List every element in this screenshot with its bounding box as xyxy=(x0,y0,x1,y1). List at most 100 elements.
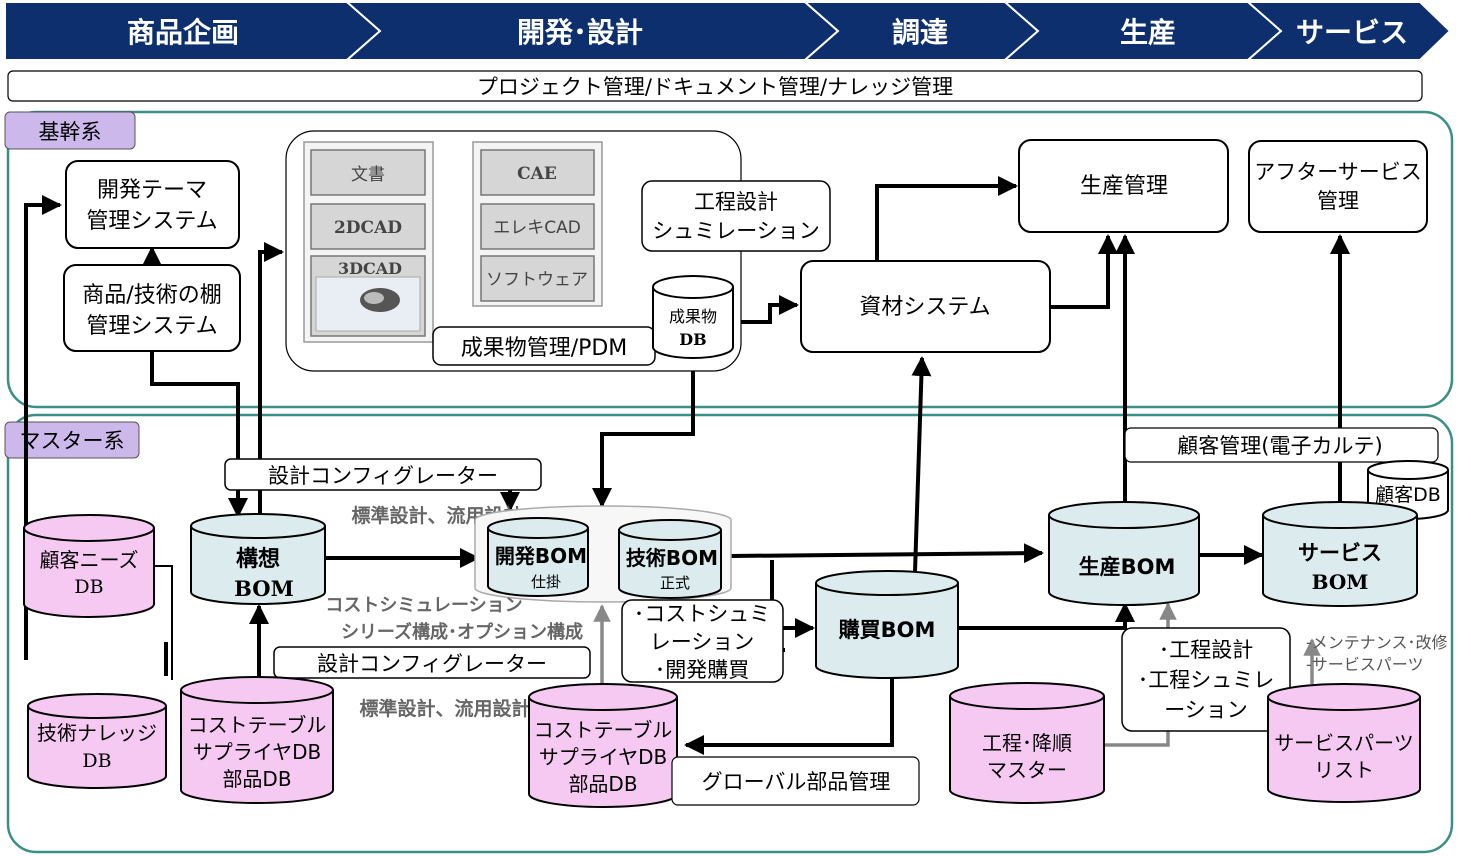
service-parts-list-db: サービスパーツ リスト xyxy=(1267,683,1421,803)
shelf-system-line2: 管理システム xyxy=(86,314,217,339)
production-bom-label: 生産BOM xyxy=(1079,555,1176,579)
phase-planning: 商品企画 xyxy=(127,16,239,49)
deliverable-db-line2: DB xyxy=(679,330,706,349)
pdm-item-software xyxy=(480,255,595,302)
3dcad-thumbnail-icon xyxy=(315,276,421,332)
pdm-label: 成果物管理/PDM xyxy=(461,336,628,361)
theme-system-box xyxy=(65,160,240,249)
customer-needs-db: 顧客ニーズ DB xyxy=(23,514,155,618)
service-parts-line1: サービスパーツ xyxy=(1274,731,1414,755)
cost-sim-box-line2: レーション xyxy=(650,630,755,654)
management-banner xyxy=(7,70,1423,102)
gray-connections xyxy=(593,602,1321,747)
customer-needs-db-line2: DB xyxy=(74,576,103,598)
master-section-tag: マスター系 xyxy=(20,429,125,453)
theme-system-line2: 管理システム xyxy=(86,209,217,234)
phase-development: 開発･設計 xyxy=(517,16,643,49)
cost-table-left-line2: サプライヤDB xyxy=(193,740,322,764)
theme-system-line1: 開発テーマ xyxy=(97,178,207,203)
connections xyxy=(24,176,1350,755)
tech-knowledge-db-line1: 技術ナレッジ xyxy=(37,721,157,745)
service-bom-line1: サービス xyxy=(1298,541,1382,565)
pdm-item-elec-cad xyxy=(480,203,595,250)
cost-table-center-line2: サプライヤDB xyxy=(539,745,668,769)
cost-table-left-line1: コストテーブル xyxy=(188,713,327,737)
production-mgmt-label: 生産管理 xyxy=(1080,174,1168,199)
management-banner-label: プロジェクト管理/ドキュメント管理/ナレッジ管理 xyxy=(477,75,953,99)
process-sim-line2: シュミレーション xyxy=(652,219,820,243)
pdm-item-2dcad xyxy=(310,203,426,250)
service-parts-line2: リスト xyxy=(1314,758,1374,782)
cost-table-center-line1: コストテーブル xyxy=(534,718,673,742)
std-design-bottom: 標準設計、流用設計 xyxy=(359,697,530,720)
service-bom-line2: BOM xyxy=(1312,570,1369,594)
phase-procurement: 調達 xyxy=(892,16,948,49)
pdm-item-software-label: ソフトウェア xyxy=(486,270,588,290)
pdm-item-document xyxy=(310,149,426,196)
global-parts-box xyxy=(671,756,920,806)
customer-mgmt-box xyxy=(1124,427,1439,463)
pdm-item-cae xyxy=(480,149,595,196)
after-service-line1: アフターサービス xyxy=(1254,160,1422,184)
global-parts-label: グローバル部品管理 xyxy=(702,770,891,794)
process-design-line3: ーション xyxy=(1164,698,1248,722)
service-note-2: -サービスパーツ xyxy=(1306,655,1423,674)
configurator-top-label: 設計コンフィグレーター xyxy=(268,464,498,488)
dev-bom-line2: 仕掛 xyxy=(531,573,561,591)
tech-bom-line1: 技術BOM xyxy=(626,546,718,570)
shelf-system-box xyxy=(63,264,241,352)
customer-db-label: 顧客DB xyxy=(1375,484,1441,506)
dev-bom: 開発BOM 仕掛 xyxy=(487,517,589,597)
material-system-box xyxy=(800,260,1051,353)
process-master-line2: マスター xyxy=(987,758,1067,782)
dev-bom-line1: 開発BOM xyxy=(495,544,587,568)
pdm-item-elec-cad-label: エレキCAD xyxy=(493,218,581,238)
process-sim-box xyxy=(641,180,831,252)
deliverable-db-line1: 成果物 xyxy=(669,307,717,326)
phase-service: サービス xyxy=(1296,16,1408,49)
after-service-box xyxy=(1248,140,1428,233)
service-note-1: -メンテナンス･改修 xyxy=(1306,633,1447,652)
process-sim-line1: 工程設計 xyxy=(694,190,778,214)
purchase-bom-label: 購買BOM xyxy=(838,618,936,642)
core-section-frame xyxy=(6,110,1454,409)
cost-table-center-line3: 部品DB xyxy=(568,772,637,796)
phase-header: 商品企画 開発･設計 調達 生産 サービス xyxy=(4,1,1452,61)
material-system-label: 資材システム xyxy=(859,295,990,320)
cost-sim-note-1: コストシミュレーション xyxy=(325,595,522,616)
shelf-system-line1: 商品/技術の棚 xyxy=(82,283,221,308)
cost-table-left-line3: 部品DB xyxy=(222,767,291,791)
core-section-tag: 基幹系 xyxy=(39,120,102,144)
pdm-item-document-label: 文書 xyxy=(351,165,385,185)
customer-needs-db-line1: 顧客ニーズ xyxy=(40,548,139,572)
pdm-item-cae-label: CAE xyxy=(517,164,557,184)
configurator-top-box xyxy=(224,458,542,491)
cost-sim-box-line3: ･開発購買 xyxy=(655,658,750,682)
production-mgmt-box xyxy=(1018,139,1229,233)
concept-bom: 構想 BOM xyxy=(190,513,326,605)
tech-bom: 技術BOM 正式 xyxy=(618,519,722,599)
tech-knowledge-db-line2: DB xyxy=(82,750,111,772)
service-bom: サービス BOM xyxy=(1262,501,1418,607)
concept-bom-line2: BOM xyxy=(234,576,294,601)
production-bom: 生産BOM xyxy=(1048,501,1200,606)
tech-bom-line2: 正式 xyxy=(660,574,690,592)
process-master-db: 工程･降順 マスター xyxy=(949,682,1105,804)
configurator-bottom-label: 設計コンフィグレーター xyxy=(317,652,547,676)
after-service-line2: 管理 xyxy=(1317,189,1359,213)
cost-table-left-db: コストテーブル サプライヤDB 部品DB xyxy=(180,676,334,804)
cost-sim-box xyxy=(621,599,784,683)
process-design-line1: ･工程設計 xyxy=(1159,638,1254,662)
phase-production: 生産 xyxy=(1120,16,1176,49)
pdm-item-2dcad-label: 2DCAD xyxy=(334,218,402,238)
purchase-bom: 購買BOM xyxy=(815,570,959,679)
cost-sim-note-2: シリーズ構成･オプション構成 xyxy=(341,621,583,643)
process-master-line1: 工程･降順 xyxy=(982,731,1072,755)
tech-knowledge-db: 技術ナレッジ DB xyxy=(27,693,167,789)
process-design-box xyxy=(1121,627,1291,732)
master-section-frame xyxy=(6,413,1454,854)
customer-mgmt-label: 顧客管理(電子カルテ) xyxy=(1177,434,1382,458)
cost-table-center-db: コストテーブル サプライヤDB 部品DB xyxy=(528,683,678,808)
concept-bom-line1: 構想 xyxy=(236,546,280,572)
